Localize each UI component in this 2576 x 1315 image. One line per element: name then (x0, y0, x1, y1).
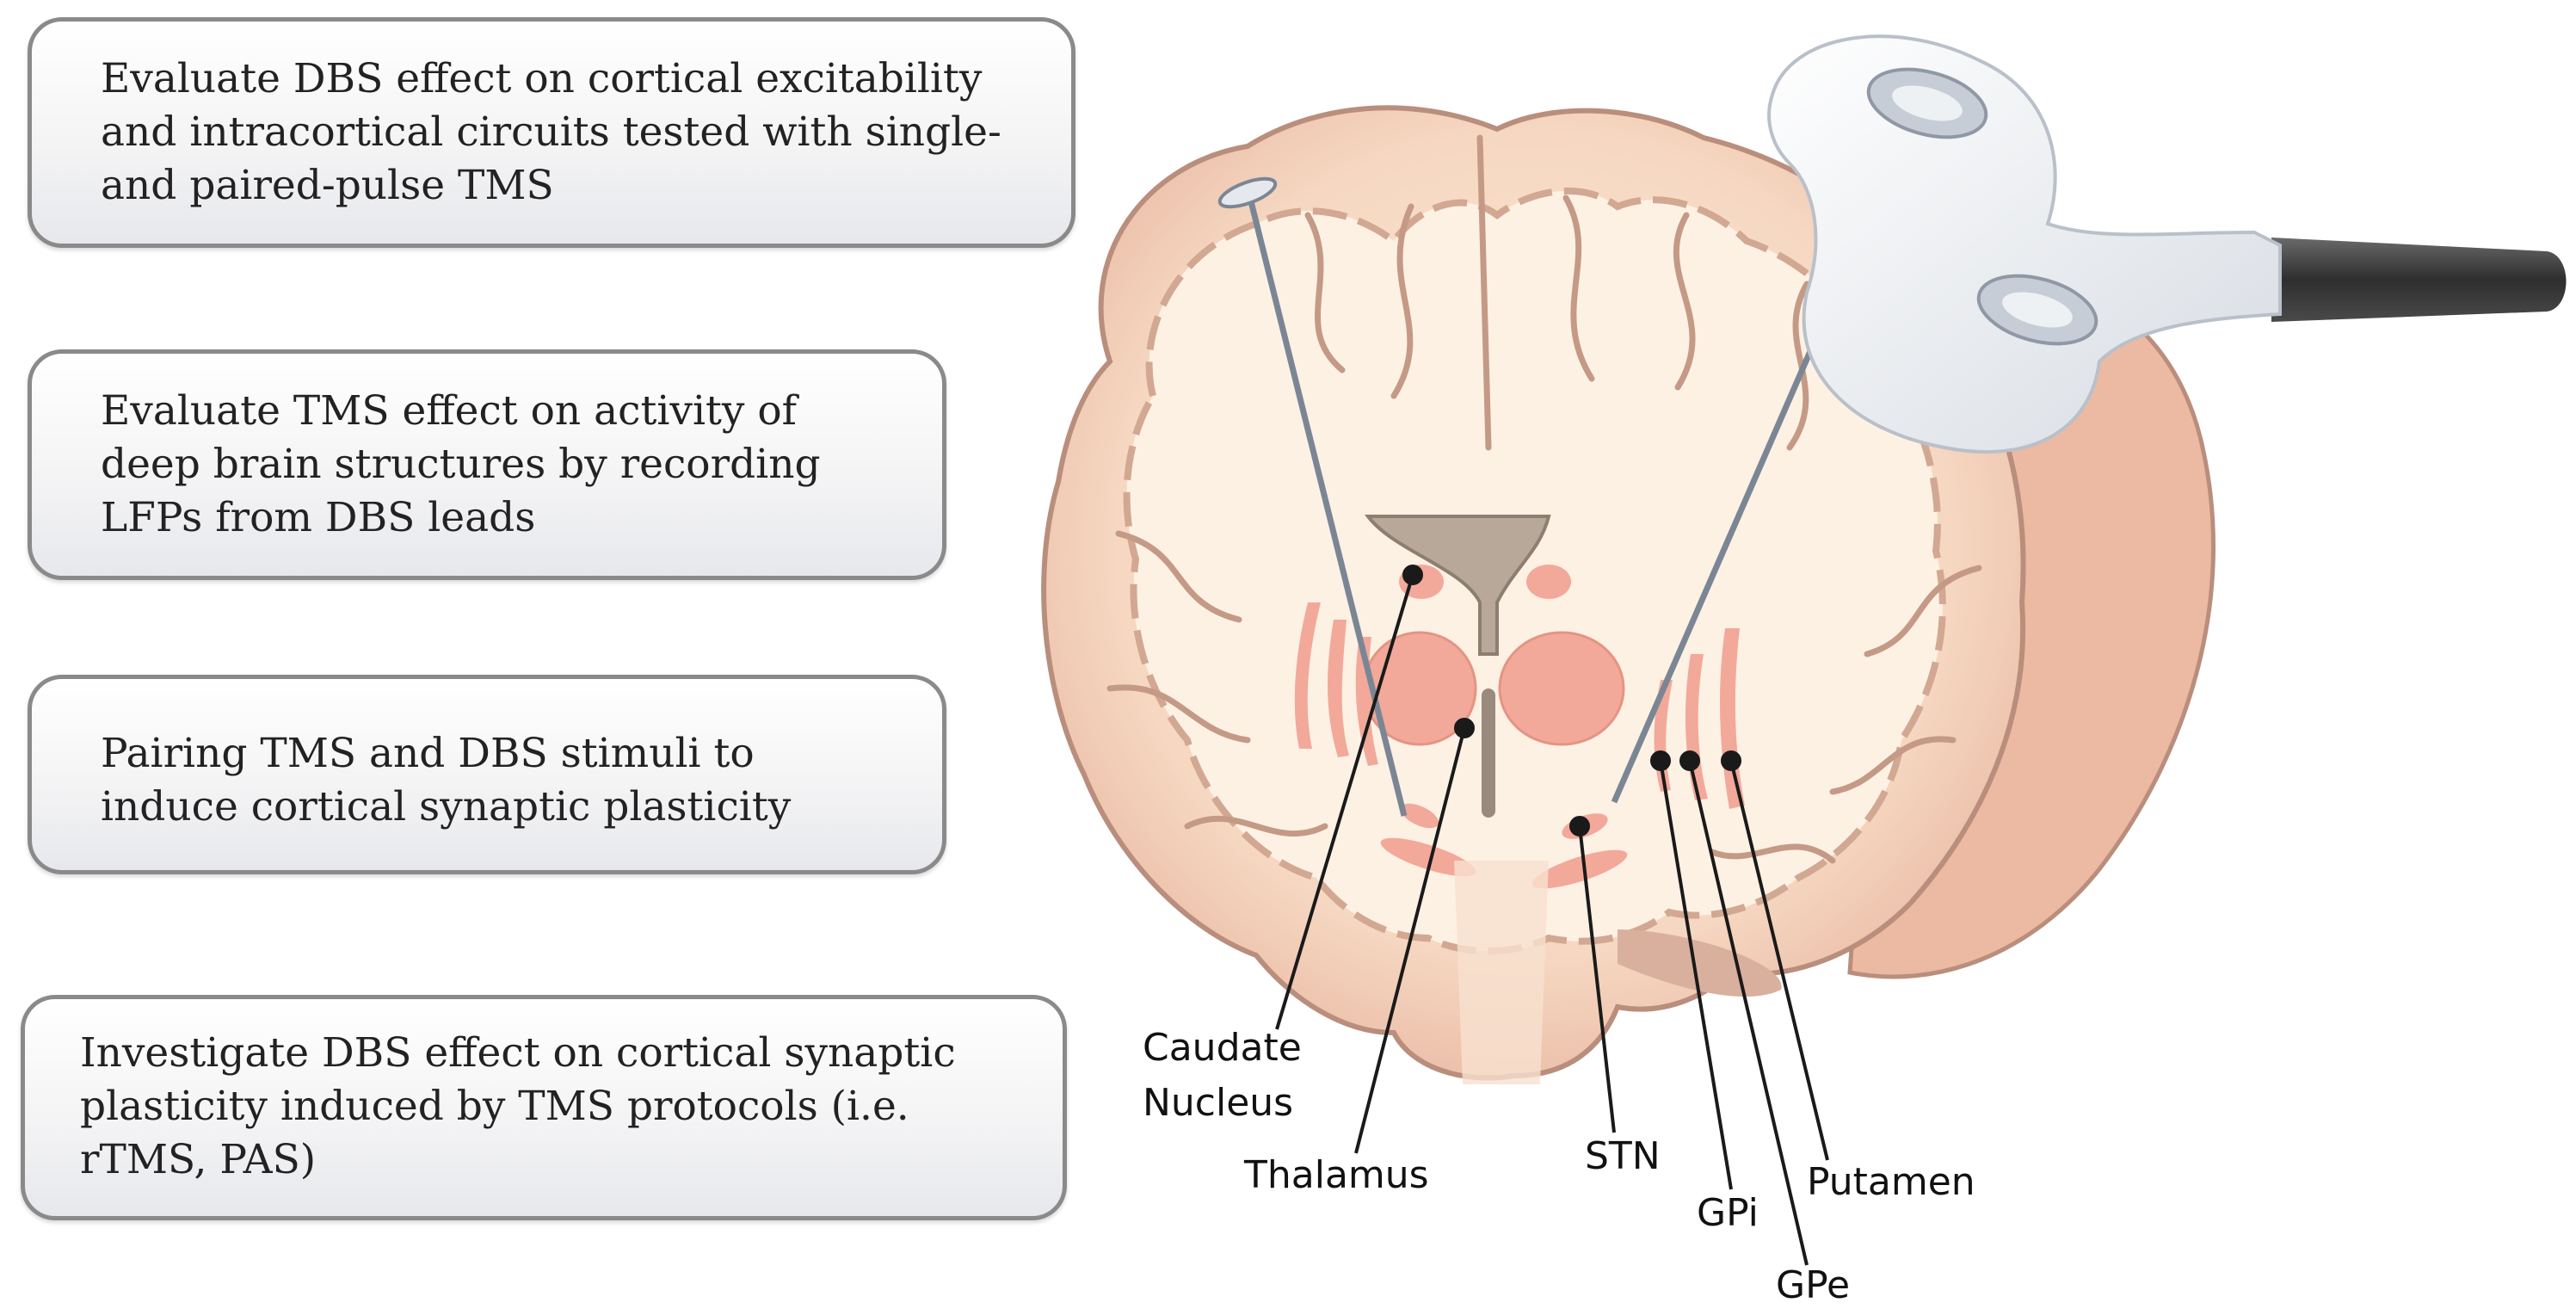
figure-eight-coil-icon (1767, 34, 2567, 454)
box-line: deep brain structures by recording (101, 441, 821, 488)
box-line: Pairing TMS and DBS stimuli to (101, 730, 755, 777)
box-line: and intracortical circuits tested with s… (101, 108, 1001, 156)
box-line: plasticity induced by TMS protocols (i.e… (80, 1083, 909, 1130)
label-gpi: GPi (1697, 1191, 1759, 1235)
goal-box-dbs-synaptic-plasticity: Investigate DBS effect on cortical synap… (21, 995, 1067, 1220)
box-line: induce cortical synaptic plasticity (101, 783, 792, 830)
box-line: Investigate DBS effect on cortical synap… (80, 1029, 956, 1077)
label-stn: STN (1585, 1134, 1661, 1178)
sulci (1106, 134, 1982, 864)
lateral-ventricles (1364, 515, 1551, 656)
goal-box-dbs-cortical-excitability: Evaluate DBS effect on cortical excitabi… (28, 17, 1075, 248)
basal-ganglia-left (1294, 602, 1378, 766)
label-thalamus: Thalamus (1244, 1153, 1429, 1197)
thalamus-right (1498, 631, 1625, 746)
box-line: and paired-pulse TMS (101, 162, 554, 209)
label-putamen: Putamen (1807, 1160, 1975, 1204)
box-line: Evaluate DBS effect on cortical excitabi… (101, 55, 983, 102)
goal-box-pairing-tms-dbs: Pairing TMS and DBS stimuli to induce co… (28, 675, 946, 874)
goal-box-tms-deep-brain-activity: Evaluate TMS effect on activity of deep … (28, 349, 946, 580)
box-line: Evaluate TMS effect on activity of (101, 387, 798, 435)
label-gpe: GPe (1776, 1263, 1851, 1307)
box-line: LFPs from DBS leads (101, 494, 536, 541)
box-line: rTMS, PAS) (80, 1136, 317, 1183)
label-pointers (1275, 565, 1829, 1266)
label-caudate-nucleus: Caudate Nucleus (1143, 1026, 1302, 1125)
